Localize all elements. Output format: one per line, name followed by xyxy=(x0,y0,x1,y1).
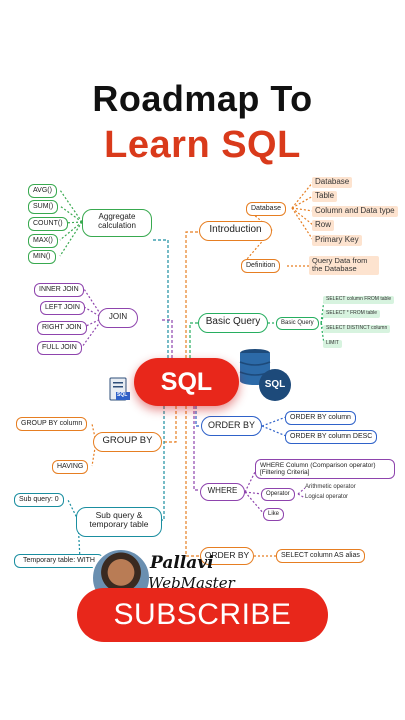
basic-query-item: LIMIT xyxy=(323,340,342,348)
title-line-2: Learn SQL xyxy=(104,124,301,166)
database-item: Primary Key xyxy=(312,235,362,246)
connector-group-by xyxy=(162,406,177,443)
join-item: FULL JOIN xyxy=(37,341,82,355)
sql-center-node: SQL xyxy=(134,358,239,406)
group-by-node: GROUP BY xyxy=(93,432,162,452)
group-by-item: GROUP BY column xyxy=(16,417,88,431)
database-item: Database xyxy=(312,177,353,188)
introduction-node: Introduction xyxy=(199,221,272,241)
order-by-item: ORDER BY column xyxy=(285,411,356,425)
where-node: WHERE xyxy=(200,483,245,501)
aggregate-item: COUNT() xyxy=(28,217,68,231)
subquery-item: Temporary table: WITH xyxy=(14,554,104,568)
where-like: Like xyxy=(263,508,285,521)
basic-query-item: SELECT * FROM table xyxy=(323,310,381,318)
database-icon xyxy=(239,349,271,385)
aggregate-item: AVG() xyxy=(28,184,57,198)
aggregate-node: Aggregate calculation xyxy=(82,209,152,237)
aggregate-item: MIN() xyxy=(28,250,56,264)
order-by-alias-item: SELECT column AS alias xyxy=(276,549,365,563)
connector-order-by xyxy=(195,406,201,427)
basic-query-sub-node: Basic Query xyxy=(276,317,319,330)
join-item: LEFT JOIN xyxy=(40,301,85,315)
connector-basic-query xyxy=(189,322,198,358)
aggregate-item: SUM() xyxy=(28,200,59,214)
order-by-node: ORDER BY xyxy=(201,416,262,436)
basic-query-item: SELECT column FROM table xyxy=(323,296,395,304)
subquery-item: Sub query: 0 xyxy=(14,493,64,507)
title-line-1: Roadmap To xyxy=(92,78,313,119)
connector-subquery xyxy=(160,406,165,521)
order-by-item: ORDER BY column DESC xyxy=(285,430,378,444)
sql-badge: SQL xyxy=(259,369,291,401)
connector-introduction xyxy=(185,231,199,358)
connector-where xyxy=(193,406,200,491)
basic-query-item: SELECT DISTINCT column xyxy=(323,325,391,333)
where-operator-item: Arithmetic operator xyxy=(305,484,356,490)
connector-join xyxy=(160,319,173,358)
join-node: JOIN xyxy=(98,308,138,328)
database-item: Row xyxy=(312,220,335,231)
where-operator-item: Logical operator xyxy=(305,494,349,500)
where-operator-node: Operator xyxy=(261,488,295,501)
connector-aggregate xyxy=(152,239,169,358)
order-by-alias-node: ORDER BY xyxy=(200,547,254,565)
group-by-item: HAVING xyxy=(52,460,89,474)
database-item: Table xyxy=(312,191,338,202)
aggregate-item: MAX() xyxy=(28,234,58,248)
subquery-node: Sub query & temporary table xyxy=(76,507,162,537)
join-item: INNER JOIN xyxy=(34,283,84,297)
database-item: Column and Data type xyxy=(312,206,398,217)
definition-text: Query Data from the Database xyxy=(309,256,379,275)
definition-node: Definition xyxy=(241,259,281,273)
brand-name: Pallavi xyxy=(150,553,214,573)
connector-order-by-alias xyxy=(185,406,200,557)
database-node: Database xyxy=(246,202,286,216)
document-icon-label: SQL xyxy=(117,392,128,398)
where-condition: WHERE Column (Comparison operator) [Filt… xyxy=(255,459,395,480)
join-item: RIGHT JOIN xyxy=(37,321,87,335)
document-icon xyxy=(109,377,130,401)
basic-query-node: Basic Query xyxy=(198,313,268,333)
brand-tagline: WebMaster xyxy=(148,574,235,592)
subscribe-button[interactable]: SUBSCRIBE xyxy=(77,588,328,642)
